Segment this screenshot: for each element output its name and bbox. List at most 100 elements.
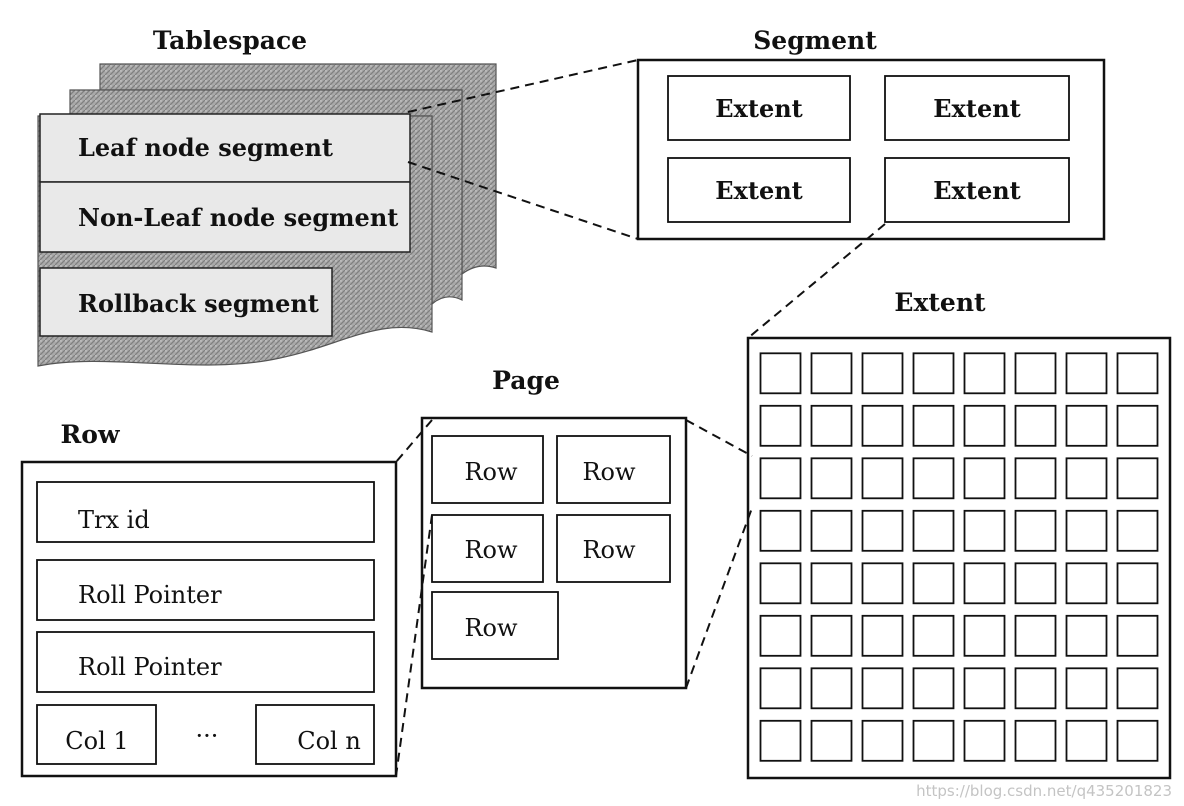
row-field-roll-pointer: Roll Pointer — [36, 559, 375, 621]
row-field-roll-pointer: Roll Pointer — [36, 631, 375, 693]
row-field-trx-id: Trx id — [36, 481, 375, 543]
extent-page-cell — [963, 352, 1006, 395]
extent-page-cell — [810, 457, 853, 500]
row-column-first: Col 1 — [36, 704, 157, 765]
extent-page-cell — [1065, 614, 1108, 657]
extent-page-cell — [963, 719, 1006, 762]
extent-page-cell — [759, 509, 802, 552]
extent-page-grid — [759, 352, 1159, 762]
row-column-first-label: Col 1 — [65, 727, 128, 755]
extent-page-cell — [810, 719, 853, 762]
page-row-label: Row — [582, 536, 636, 564]
extent-page-cell — [810, 509, 853, 552]
extent-page-cell — [1014, 719, 1057, 762]
extent-page-cell — [1116, 509, 1159, 552]
extent-page-cell — [759, 719, 802, 762]
tablespace-title: Tablespace — [153, 26, 307, 55]
extent-page-cell — [1014, 352, 1057, 395]
tablespace-group: Tablespace Leaf node segment Non-Leaf no… — [37, 26, 497, 367]
page-row-label: Row — [464, 536, 518, 564]
extent-page-cell — [1065, 719, 1108, 762]
extent-page-cell — [759, 352, 802, 395]
page-row: Row — [556, 435, 671, 504]
extent-page-cell — [912, 457, 955, 500]
extent-page-cell — [1116, 457, 1159, 500]
connector-extent-to-page-bottom — [685, 507, 753, 689]
extent-page-cell — [912, 352, 955, 395]
non-leaf-node-segment: Non-Leaf node segment — [39, 181, 411, 253]
extent-page-cell — [1065, 352, 1108, 395]
page-group: Page Row Row Row Row Row — [420, 366, 688, 690]
row-field-label: Trx id — [78, 506, 150, 534]
extent-page-cell — [1065, 562, 1108, 605]
extent-page-cell — [1116, 614, 1159, 657]
page-row-label: Row — [464, 458, 518, 486]
segment-group: Segment Extent Extent Extent Extent — [636, 26, 1106, 241]
page-title: Page — [492, 366, 560, 395]
extent-page-cell — [1014, 404, 1057, 447]
extent-page-cell — [759, 404, 802, 447]
extent-page-cell — [810, 352, 853, 395]
segment-extent-label: Extent — [715, 94, 803, 123]
rollback-segment: Rollback segment — [39, 267, 333, 337]
row-title: Row — [61, 420, 121, 449]
extent-page-cell — [1116, 404, 1159, 447]
extent-page-cell — [1116, 667, 1159, 710]
page-row: Row — [431, 591, 559, 660]
extent-group: Extent — [746, 288, 1172, 780]
extent-page-cell — [963, 562, 1006, 605]
segment-extent: Extent — [884, 157, 1070, 223]
segment-extent: Extent — [667, 75, 851, 141]
extent-page-cell — [810, 614, 853, 657]
segment-extent-label: Extent — [715, 176, 803, 205]
row-field-label: Roll Pointer — [78, 581, 222, 609]
extent-page-cell — [1014, 614, 1057, 657]
extent-page-cell — [912, 614, 955, 657]
page-row: Row — [431, 435, 544, 504]
extent-page-cell — [810, 562, 853, 605]
extent-page-cell — [1014, 509, 1057, 552]
leaf-node-segment-label: Leaf node segment — [78, 133, 333, 162]
row-group: Row Trx id Roll Pointer Roll Pointer Col… — [20, 420, 398, 778]
extent-page-cell — [1014, 667, 1057, 710]
extent-box — [746, 336, 1172, 780]
segment-extent: Extent — [884, 75, 1070, 141]
row-column-last: Col n — [255, 704, 375, 765]
extent-page-cell — [1014, 457, 1057, 500]
connector-page-to-row-top — [395, 419, 433, 463]
extent-page-cell — [1116, 352, 1159, 395]
extent-page-cell — [861, 509, 904, 552]
extent-page-cell — [810, 667, 853, 710]
rollback-segment-label: Rollback segment — [78, 289, 319, 318]
extent-page-cell — [912, 667, 955, 710]
extent-page-cell — [912, 404, 955, 447]
segment-extent-label: Extent — [933, 176, 1021, 205]
connector-tablespace-to-segment-bottom — [407, 161, 639, 240]
connector-tablespace-to-segment-top — [407, 59, 639, 113]
extent-page-cell — [912, 719, 955, 762]
extent-page-cell — [1065, 404, 1108, 447]
extent-page-cell — [861, 404, 904, 447]
extent-page-cell — [1065, 667, 1108, 710]
connector-segment-to-extent — [747, 223, 886, 339]
non-leaf-node-segment-label: Non-Leaf node segment — [78, 203, 398, 232]
extent-page-cell — [810, 404, 853, 447]
extent-page-cell — [912, 509, 955, 552]
segment-title: Segment — [753, 26, 877, 55]
extent-page-cell — [861, 667, 904, 710]
connector-extent-to-page-top — [685, 419, 753, 457]
page-row-label: Row — [582, 458, 636, 486]
extent-page-cell — [963, 457, 1006, 500]
row-column-last-label: Col n — [297, 727, 361, 755]
extent-page-cell — [963, 614, 1006, 657]
page-row-label: Row — [464, 614, 518, 642]
segment-extent-label: Extent — [933, 94, 1021, 123]
extent-title: Extent — [894, 288, 986, 317]
extent-page-cell — [861, 614, 904, 657]
extent-page-cell — [861, 457, 904, 500]
extent-page-cell — [912, 562, 955, 605]
watermark-url: https://blog.csdn.net/q435201823 — [916, 782, 1172, 800]
extent-page-cell — [861, 352, 904, 395]
extent-page-cell — [1116, 562, 1159, 605]
zoom-connectors — [395, 59, 886, 777]
